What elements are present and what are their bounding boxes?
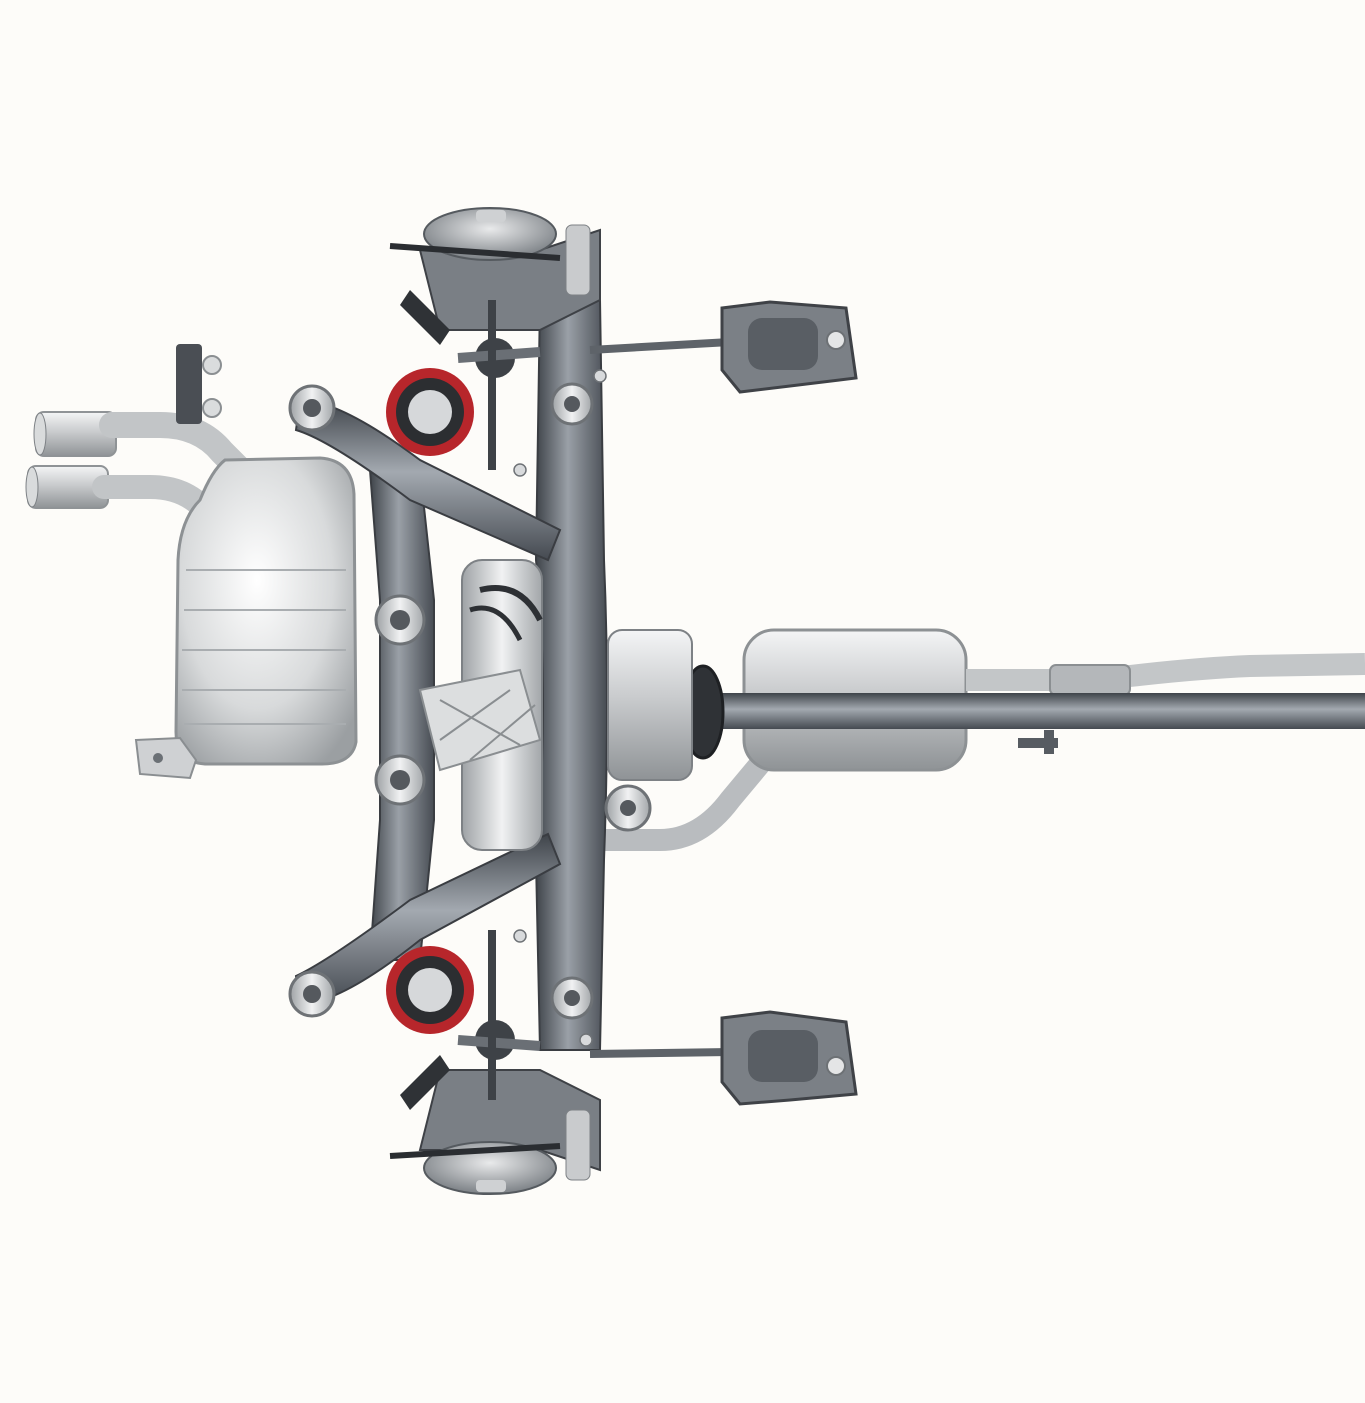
exhaust-tip-lower	[25, 465, 109, 509]
upper-wheel-hub	[423, 207, 557, 261]
exhaust-pipe-lower-bend	[589, 729, 791, 851]
lower-red-bushing	[386, 946, 474, 1034]
tailpipe-upper	[99, 412, 253, 483]
exhaust-pipe-upper	[966, 653, 1365, 691]
upper-red-bushing	[386, 368, 474, 456]
muffler-hanger-bracket	[176, 344, 222, 424]
lower-wheel-carrier	[389, 930, 601, 1195]
rear-differential	[418, 559, 693, 851]
lower-body-mount	[589, 1010, 858, 1106]
exhaust-clamp	[1049, 664, 1131, 696]
fasteners	[513, 369, 607, 1047]
rear-subframe	[294, 299, 608, 1051]
rear-muffler-assembly	[25, 344, 358, 780]
upper-wheel-carrier	[389, 207, 601, 470]
pipe-hanger	[1018, 730, 1058, 754]
tailpipe-lower	[92, 475, 217, 522]
muffler-ribs	[182, 569, 346, 725]
muffler-mount-bracket	[134, 736, 198, 780]
upper-body-mount	[589, 300, 858, 394]
subframe-bushings	[288, 382, 652, 1020]
drive-shaft	[700, 693, 1365, 729]
